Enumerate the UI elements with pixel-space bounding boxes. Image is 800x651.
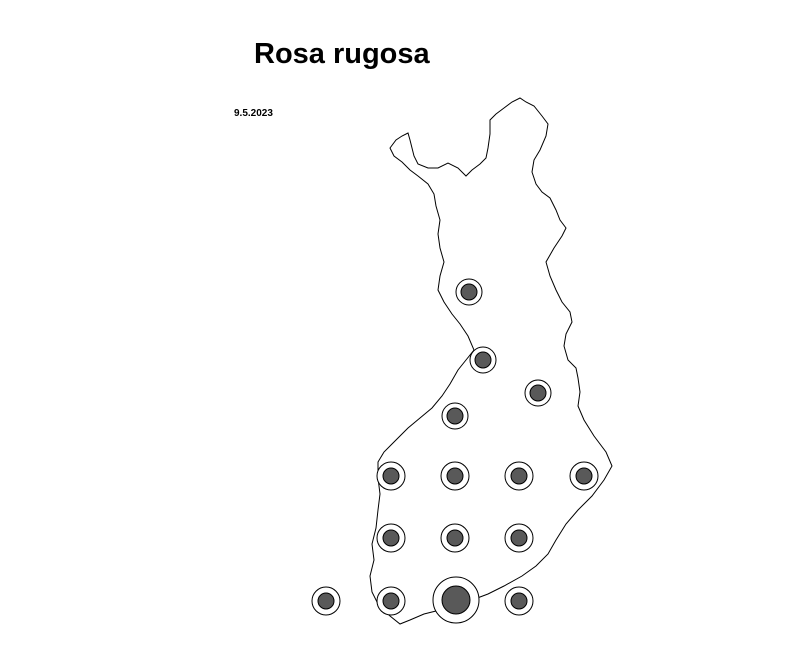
marker-north-2 — [469, 346, 497, 374]
marker-south-3 — [504, 586, 534, 616]
map-title: Rosa rugosa — [254, 38, 430, 70]
finland-outline — [369, 97, 613, 625]
marker-row-a-2 — [440, 461, 470, 491]
marker-row-a-3 — [504, 461, 534, 491]
marker-row-b-3 — [504, 523, 534, 553]
marker-row-b-1 — [376, 523, 406, 553]
marker-east-1 — [524, 379, 552, 407]
marker-north-1 — [455, 278, 483, 306]
marker-row-a-4 — [569, 461, 599, 491]
marker-south-2 — [432, 576, 480, 624]
marker-central-1 — [441, 402, 469, 430]
marker-aland — [311, 586, 341, 616]
marker-south-1 — [376, 586, 406, 616]
marker-row-b-2 — [440, 523, 470, 553]
marker-row-a-1 — [376, 461, 406, 491]
map-date: 9.5.2023 — [234, 108, 273, 119]
occurrence-markers — [311, 278, 599, 624]
